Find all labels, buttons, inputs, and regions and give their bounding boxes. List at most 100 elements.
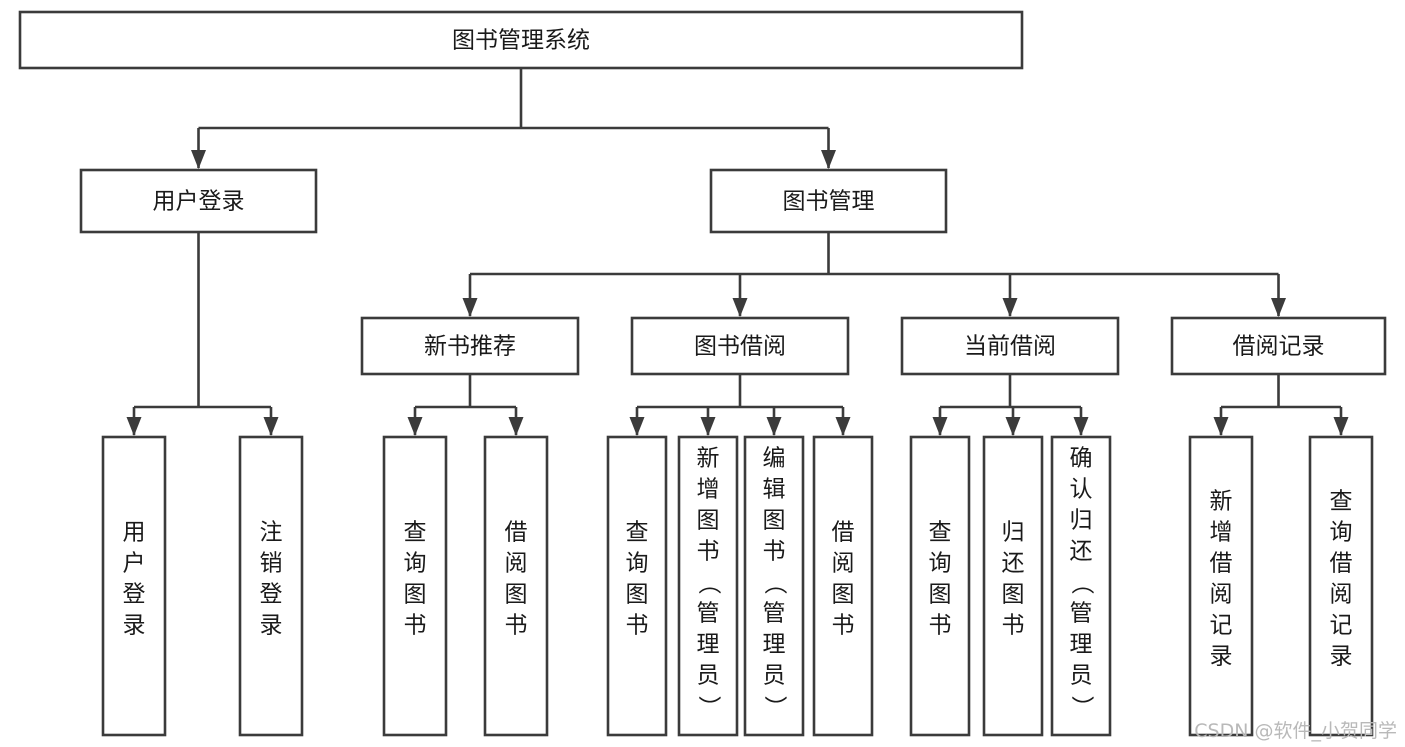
node-label-char: 书 <box>929 613 952 639</box>
node-box <box>483 435 549 737</box>
connector-arrowhead <box>407 417 423 436</box>
node-label-char: 管 <box>1070 601 1093 627</box>
node-level2-0[interactable]: 用户登录 <box>79 168 318 234</box>
connector-arrowhead <box>1005 417 1021 436</box>
node-label-char: 用 <box>123 520 146 546</box>
node-level3-2[interactable]: 当前借阅 <box>900 316 1120 376</box>
node-label-char: 书 <box>404 613 427 639</box>
connector-arrowhead <box>821 150 836 169</box>
node-label-char: 归 <box>1002 520 1025 546</box>
node-label-char: 认 <box>1070 477 1093 503</box>
node-label-char: ） <box>1069 696 1095 719</box>
node-label-char: 录 <box>123 613 146 639</box>
connector-arrowhead <box>462 298 478 317</box>
node-label-char: 询 <box>404 551 427 577</box>
node-label-char: 图 <box>763 508 786 534</box>
node-box <box>382 435 448 737</box>
node-label-char: 书 <box>763 539 786 565</box>
node-label-char: 录 <box>1210 644 1233 670</box>
node-label-char: 借 <box>505 520 528 546</box>
node-level3-3[interactable]: 借阅记录 <box>1170 316 1387 376</box>
node-label-char: 询 <box>626 551 649 577</box>
node-label: 图书管理 <box>783 189 875 215</box>
connector-arrowhead <box>932 417 948 436</box>
node-box <box>630 316 850 376</box>
node-box <box>1050 435 1112 737</box>
node-label-char: 归 <box>1070 508 1093 534</box>
node-box <box>900 316 1120 376</box>
node-label-char: 阅 <box>1330 582 1353 608</box>
node-label-char: 户 <box>123 551 146 577</box>
connector-arrowhead <box>766 417 782 436</box>
connector-arrowhead <box>700 417 716 436</box>
node-label-char: 借 <box>1330 551 1353 577</box>
node-label-char: 借 <box>1210 551 1233 577</box>
node-label-char: 书 <box>626 613 649 639</box>
node-box <box>982 435 1044 737</box>
node-label-char: 查 <box>404 520 427 546</box>
node-box <box>238 435 304 737</box>
node-label-char: 图 <box>929 582 952 608</box>
connector-arrowhead <box>1333 417 1349 436</box>
node-label-char: （ <box>762 572 788 595</box>
node-label-char: ） <box>762 696 788 719</box>
connector-arrowhead <box>1002 298 1018 317</box>
node-label-char: 还 <box>1070 539 1093 565</box>
node-box <box>677 435 739 737</box>
node-label-char: 查 <box>626 520 649 546</box>
node-label-char: 图 <box>505 582 528 608</box>
node-label-char: 管 <box>763 601 786 627</box>
node-level3-0[interactable]: 新书推荐 <box>360 316 580 376</box>
node-label: 借阅记录 <box>1233 334 1325 360</box>
node-box <box>606 435 668 737</box>
node-label-char: 书 <box>697 539 720 565</box>
node-box <box>18 10 1024 70</box>
connector-arrowhead <box>629 417 645 436</box>
connector-arrowhead <box>1271 298 1286 317</box>
node-leaf-0[interactable]: 用户登录 <box>101 435 167 737</box>
node-label-char: 增 <box>1210 520 1233 546</box>
node-label-char: （ <box>1069 572 1095 595</box>
node-box <box>79 168 318 234</box>
node-label-char: 书 <box>1002 613 1025 639</box>
node-label-char: 员 <box>1070 663 1093 689</box>
connector-layer <box>126 68 1349 436</box>
node-level3-1[interactable]: 图书借阅 <box>630 316 850 376</box>
node-box <box>360 316 580 376</box>
node-label-char: 登 <box>123 582 146 608</box>
node-label: 图书管理系统 <box>452 28 590 54</box>
node-label-char: 登 <box>260 582 283 608</box>
node-label: 新书推荐 <box>424 334 516 360</box>
connector-arrowhead <box>732 298 748 317</box>
node-root-0[interactable]: 图书管理系统 <box>18 10 1024 70</box>
node-label-char: 记 <box>1330 613 1353 639</box>
node-label-char: 询 <box>929 551 952 577</box>
node-box <box>743 435 805 737</box>
node-label-char: 查 <box>1330 489 1353 515</box>
connector-arrowhead <box>1073 417 1089 436</box>
node-label: 图书借阅 <box>694 334 786 360</box>
connector-arrowhead <box>263 417 279 436</box>
node-box <box>1188 435 1254 737</box>
node-label-char: 图 <box>404 582 427 608</box>
node-label-char: 阅 <box>832 551 855 577</box>
node-box <box>812 435 874 737</box>
connector-arrowhead <box>191 150 206 169</box>
node-label-char: 图 <box>626 582 649 608</box>
node-level2-1[interactable]: 图书管理 <box>709 168 948 234</box>
node-label-char: 员 <box>697 663 720 689</box>
